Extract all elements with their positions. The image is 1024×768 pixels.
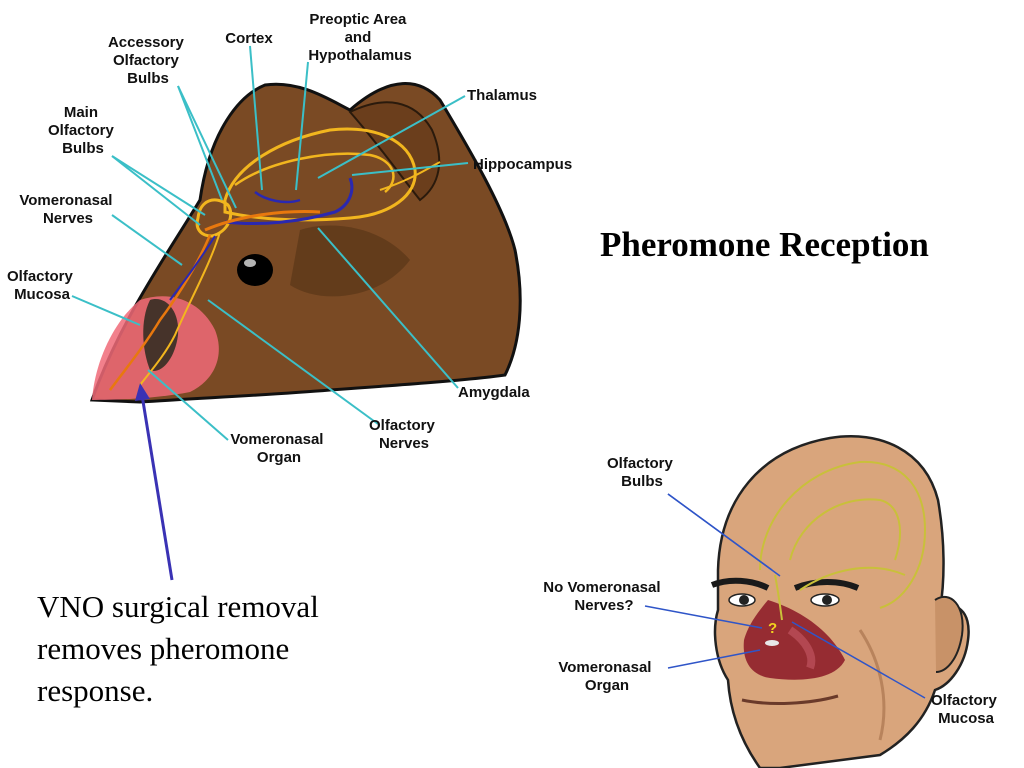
- label-hippocampus: Hippocampus: [473, 156, 572, 173]
- hippocampus-tract: [379, 161, 441, 191]
- label-thalamus: Thalamus: [467, 87, 537, 104]
- label-human-olfactory-mucosa: Olfactory Mucosa: [931, 692, 1001, 727]
- label-olfactory-nerves: Olfactory Nerves: [369, 417, 439, 452]
- label-accessory-olfactory-bulbs: Accessory Olfactory Bulbs: [108, 34, 188, 87]
- human-mouth: [741, 694, 839, 705]
- vomeronasal-tract: [224, 177, 354, 226]
- human-brow-right: [793, 579, 860, 591]
- human-iris-right: [822, 595, 832, 605]
- label-no-vomeronasal-nerves: No Vomeronasal Nerves?: [543, 579, 664, 614]
- label-human-vomeronasal-organ: Vomeronasal Organ: [558, 659, 655, 694]
- human-vno-marker: [765, 640, 779, 646]
- human-brow-left: [710, 577, 770, 591]
- rodent-eye-highlight: [244, 259, 256, 267]
- human-cheek-shadow: [858, 629, 886, 741]
- vomeronasal-nerve-path: [139, 231, 221, 386]
- label-amygdala: Amygdala: [458, 384, 530, 401]
- question-mark: ?: [768, 620, 777, 637]
- rodent-head-illustration: [71, 45, 522, 581]
- label-human-olfactory-bulbs: Olfactory Bulbs: [607, 455, 677, 490]
- rodent-labels: Accessory Olfactory Bulbs Cortex Preopti…: [7, 11, 572, 466]
- human-head: [713, 435, 970, 768]
- vno-arrow-shaft: [140, 394, 174, 581]
- blue-nerve-path: [169, 235, 216, 301]
- vno-arrow-head: [135, 383, 150, 401]
- page-title: Pheromone Reception: [600, 225, 929, 264]
- vno-removal-note: VNO surgical removal removes pheromone r…: [37, 589, 327, 708]
- rodent-ear-inner: [348, 101, 441, 202]
- human-iris-left: [739, 595, 749, 605]
- human-pointer-lines: [644, 493, 926, 699]
- human-brain-fold: [789, 498, 901, 561]
- human-nasal-highlight: [787, 626, 816, 670]
- label-main-olfactory-bulbs: Main Olfactory Bulbs: [48, 104, 118, 157]
- human-labels: Olfactory Bulbs No Vomeronasal Nerves? V…: [543, 455, 1001, 727]
- rodent-cheek-shading: [290, 225, 410, 297]
- vomeronasal-tract-2: [254, 190, 301, 204]
- label-cortex: Cortex: [225, 30, 273, 47]
- human-ear: [934, 595, 964, 673]
- human-brain-fold-2: [799, 566, 906, 591]
- human-nasal-cavity: [743, 600, 845, 680]
- rodent-nasal-cavity: [143, 299, 179, 371]
- rodent-eye: [237, 254, 273, 286]
- label-vomeronasal-nerves: Vomeronasal Nerves: [19, 192, 116, 227]
- label-olfactory-mucosa: Olfactory Mucosa: [7, 268, 77, 303]
- human-olfactory-nerves: [774, 574, 783, 621]
- orange-tract: [204, 210, 321, 232]
- human-brain-outline: [759, 460, 927, 609]
- human-head-illustration: ?: [644, 435, 970, 768]
- label-preoptic-area-hypothalamus: Preoptic Area and Hypothalamus: [308, 11, 411, 64]
- rodent-pointer-lines: [71, 45, 469, 441]
- label-vomeronasal-organ: Vomeronasal Organ: [230, 431, 327, 466]
